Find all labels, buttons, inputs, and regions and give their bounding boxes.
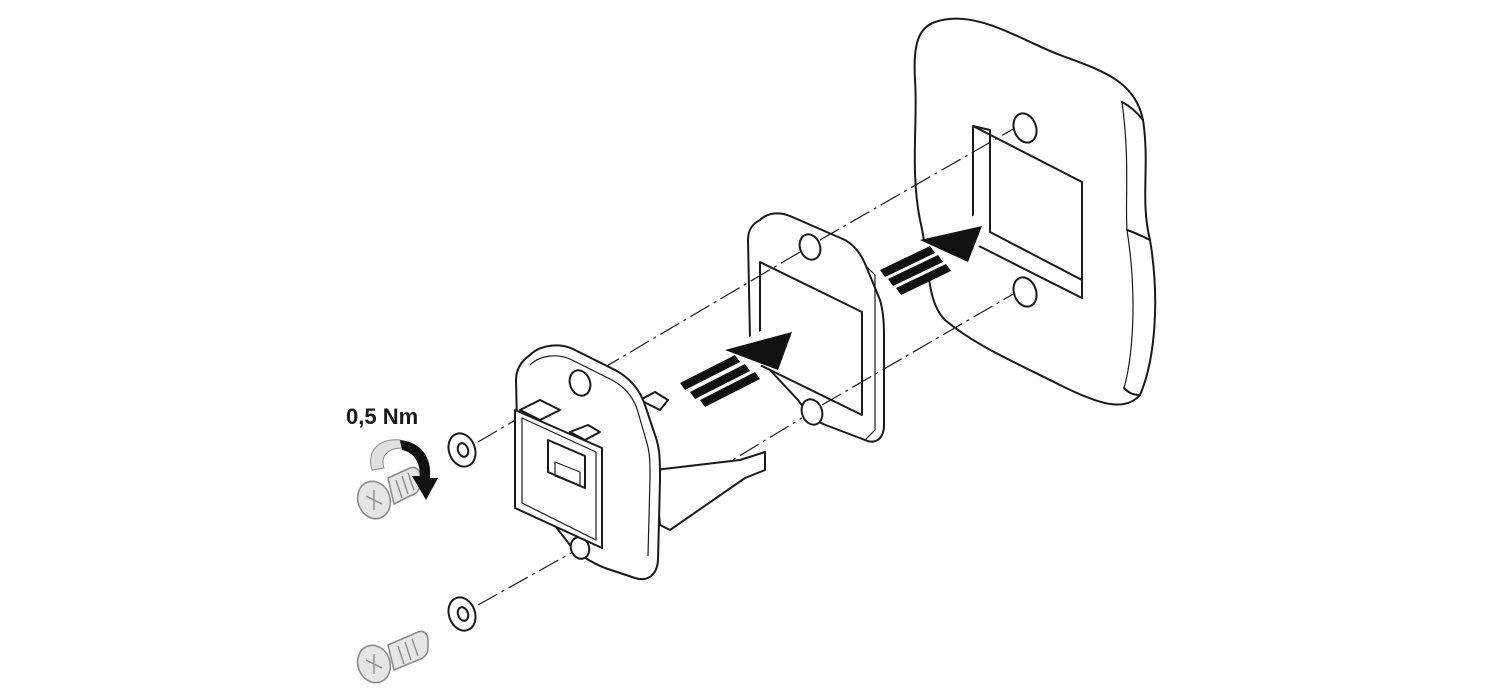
- insert-arrow-icon: [673, 318, 800, 407]
- rotation-arrow-icon: [370, 439, 438, 500]
- washer-bottom: [447, 596, 477, 632]
- insert-arrow-icon: [872, 215, 990, 295]
- washer-top: [447, 432, 477, 468]
- torque-label: 0,5 Nm: [346, 404, 419, 429]
- connector-housing: [514, 344, 766, 580]
- screw-top: [356, 466, 421, 520]
- mounting-wall: [913, 17, 1157, 406]
- screw-bottom: [356, 630, 429, 684]
